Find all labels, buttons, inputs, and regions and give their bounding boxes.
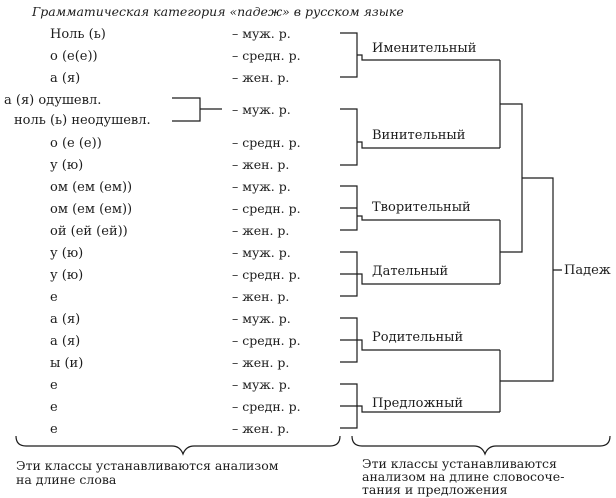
gender-label: – жен. р.	[232, 421, 289, 436]
group-brackets	[513, 103, 530, 382]
gender-label: – средн. р.	[232, 48, 301, 63]
case-pair-brackets	[499, 60, 513, 412]
gender-label: – средн. р.	[232, 201, 301, 216]
gender-label: – жен. р.	[232, 157, 289, 172]
ending-label: а (я)	[50, 71, 80, 86]
ending-label: у (ю)	[50, 268, 83, 283]
gender-label: – средн. р.	[232, 399, 301, 414]
gender-brackets	[340, 32, 365, 429]
ending-label: о (е(е))	[50, 49, 98, 64]
ending-label: у (ю)	[50, 158, 83, 173]
category-bracket	[530, 177, 562, 382]
endings-column: Ноль (ь) о (е(е)) а (я) а (я) одушевл. н…	[4, 27, 151, 437]
gender-label: – средн. р.	[232, 135, 301, 150]
ending-label: е	[50, 378, 58, 393]
nominative-bracket	[340, 32, 365, 78]
instrumental-bracket	[340, 185, 365, 231]
case-genitive-label: Родительный	[372, 330, 463, 345]
gen-prep-bracket	[499, 350, 513, 412]
gender-label: – муж. р.	[232, 102, 291, 117]
dative-bracket	[340, 251, 365, 297]
case-prepositional-label: Предложный	[372, 396, 463, 411]
gender-column: – муж. р. – средн. р. – жен. р. – муж. р…	[232, 26, 301, 436]
animacy-bracket	[172, 97, 222, 122]
gender-label: – муж. р.	[232, 26, 291, 41]
ending-label: а (я)	[50, 334, 80, 349]
ending-label: ноль (ь) неодушевл.	[14, 113, 151, 128]
diagram-title: Грамматическая категория «падеж» в русск…	[31, 4, 404, 19]
instr-dat-bracket	[499, 220, 513, 284]
note-line: тания и предложения	[362, 482, 508, 497]
gender-label: – жен. р.	[232, 289, 289, 304]
gender-label: – жен. р.	[232, 355, 289, 370]
ending-label: Ноль (ь)	[50, 27, 106, 42]
phrase-level-brace	[351, 435, 611, 456]
gender-label: – муж. р.	[232, 311, 291, 326]
ending-label: е	[50, 422, 58, 437]
gender-label: – муж. р.	[232, 245, 291, 260]
ending-label: а (я)	[50, 312, 80, 327]
word-level-note: Эти классы устанавливаются анализом на д…	[16, 458, 279, 487]
phrase-level-note: Эти классы устанавливаются анализом на д…	[362, 456, 564, 497]
ending-label: ы (и)	[50, 356, 83, 371]
note-line: Эти классы устанавливаются	[362, 456, 557, 471]
gender-label: – муж. р.	[232, 179, 291, 194]
accusative-bracket	[340, 108, 365, 166]
ending-label: ой (ей (ей))	[50, 224, 128, 239]
case-dative-label: Дательный	[372, 264, 448, 279]
ending-label: а (я) одушевл.	[4, 93, 101, 108]
case-accusative-label: Винительный	[372, 128, 465, 143]
note-line: Эти классы устанавливаются анализом	[16, 458, 279, 473]
gender-label: – средн. р.	[232, 267, 301, 282]
category-label: Падеж	[564, 263, 611, 278]
ending-label: е	[50, 290, 58, 305]
gender-label: – муж. р.	[232, 377, 291, 392]
note-line: анализом на длине словосоче-	[362, 469, 564, 484]
ending-label: ом (ем (ем))	[50, 180, 132, 195]
case-nominative-label: Именительный	[372, 41, 476, 56]
nom-acc-bracket	[499, 60, 513, 148]
case-labels: Именительный Винительный Творительный Да…	[365, 41, 500, 413]
ending-label: е	[50, 400, 58, 415]
gender-label: – средн. р.	[232, 333, 301, 348]
gender-label: – жен. р.	[232, 223, 289, 238]
word-level-brace	[15, 435, 341, 456]
gender-label: – жен. р.	[232, 70, 289, 85]
genitive-bracket	[340, 317, 365, 363]
note-line: на длине слова	[16, 472, 117, 487]
case-instrumental-label: Творительный	[372, 200, 471, 215]
ending-label: у (ю)	[50, 246, 83, 261]
ending-label: о (е (е))	[50, 136, 102, 151]
upper-group-bracket	[513, 103, 530, 253]
ending-label: ом (ем (ем))	[50, 202, 132, 217]
prepositional-bracket	[340, 383, 365, 429]
